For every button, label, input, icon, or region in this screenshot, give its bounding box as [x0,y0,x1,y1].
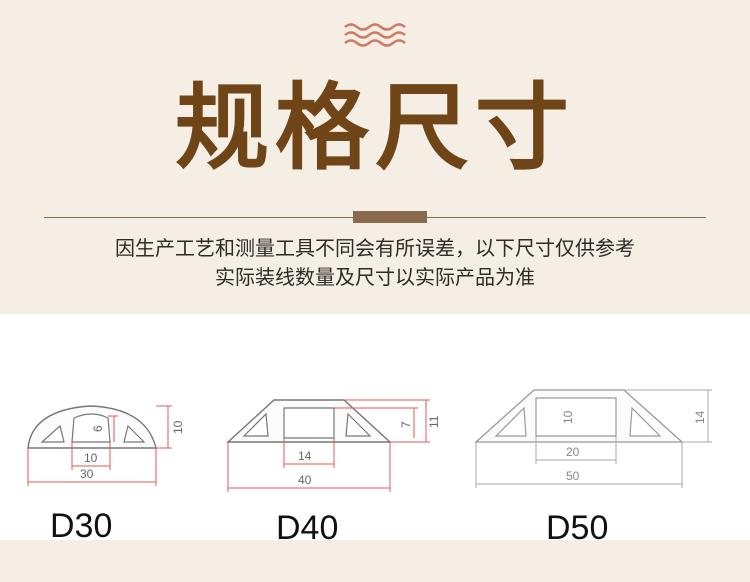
d40-side-hole-right [345,412,372,437]
page-title: 规格尺寸 [174,74,575,183]
divider-accent [353,211,427,223]
footer-band [0,540,750,582]
d30-channel-height: 6 [91,425,105,432]
d30-height: 10 [171,420,185,434]
d50-channel-height: 10 [561,410,575,424]
note-line-1: 因生产工艺和测量工具不同会有所误差，以下尺寸仅供参考 [115,236,635,260]
d50-total-width: 50 [566,469,580,483]
d50-diagram: 20 50 10 14 [470,384,720,494]
d30-total-width: 30 [80,467,94,481]
d40-channel-width: 14 [298,449,312,463]
d30-side-hole-left [40,424,65,443]
d50-side-hole-right [629,406,662,437]
d30-diagram: 30 10 6 10 [20,392,200,492]
d40-height: 11 [427,415,441,428]
d40-channel-height: 7 [399,421,413,428]
d30-side-hole-right [123,424,146,443]
d40-channel [283,407,335,439]
d40-side-hole-left [242,412,269,437]
d30-channel-width: 10 [84,451,98,465]
d50-height: 14 [693,410,707,424]
note-line-2: 实际装线数量及尺寸以实际产品为准 [215,265,535,289]
header-section: 规格尺寸 因生产工艺和测量工具不同会有所误差，以下尺寸仅供参考 实际装线数量及尺… [0,0,750,314]
d50-model-label: D50 [546,509,609,547]
d50-channel-width: 20 [566,445,580,459]
d40-total-width: 40 [298,473,312,487]
d30-channel [71,413,111,443]
d30-model-label: D30 [50,507,113,545]
d40-model-label: D40 [276,509,339,547]
d50-channel [535,397,617,437]
d50-side-hole-left [494,406,527,437]
d40-diagram: 14 40 7 11 [222,388,442,496]
wave-icon [344,23,406,47]
